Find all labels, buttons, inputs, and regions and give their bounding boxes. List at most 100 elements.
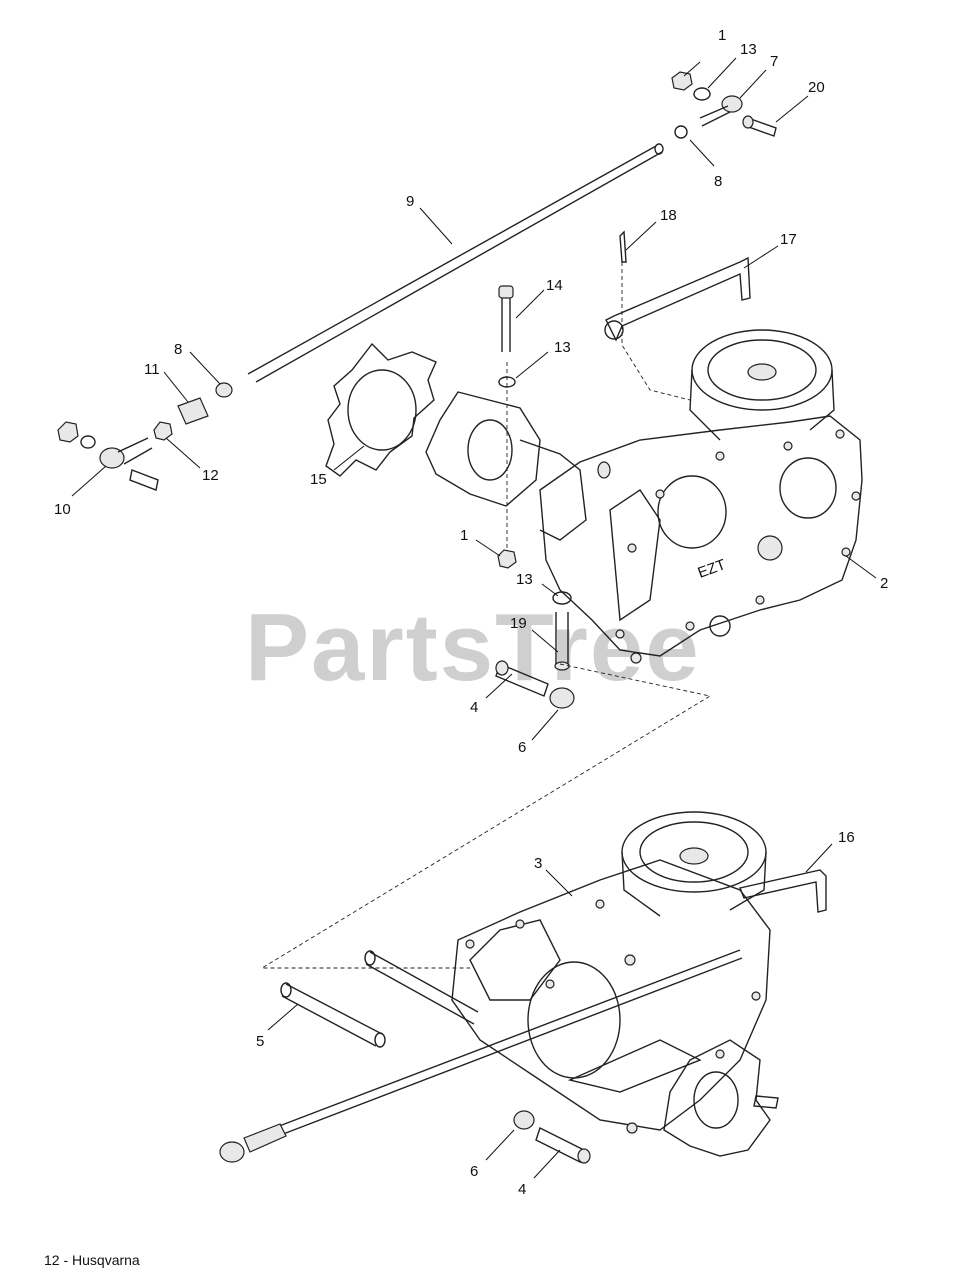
bolt [783, 441, 793, 451]
nut-1-top [671, 71, 693, 91]
pulley-top-hub [747, 363, 777, 381]
hub-stud-bottom [753, 1095, 779, 1109]
axle-hub-top [425, 391, 611, 541]
rod-end-bottom-eye [219, 1141, 245, 1163]
bolt [851, 491, 861, 501]
washer-left [80, 435, 96, 449]
hub-center-top [467, 419, 513, 481]
leader-3 [545, 869, 573, 897]
rod-end-bottom [243, 1123, 287, 1153]
pin-14 [501, 298, 511, 352]
pulley-top-face [707, 339, 817, 401]
callout-6-top: 6 [518, 739, 526, 756]
bolt [627, 543, 637, 553]
leader-2 [845, 555, 877, 579]
callout-18: 18 [660, 207, 677, 224]
bolt-4-bottom [535, 1127, 585, 1163]
bracket-16 [739, 869, 827, 913]
leader-11 [163, 371, 189, 403]
nut-1-mid [497, 549, 517, 569]
leader-6-bottom [485, 1129, 515, 1161]
nut-12 [153, 421, 173, 441]
rod-end-10-shank [117, 437, 153, 465]
bolt [595, 899, 605, 909]
callout-9: 9 [406, 193, 414, 210]
transaxle-bottom-3 [451, 811, 771, 1134]
bolt-19-end [554, 661, 570, 671]
transaxle-top-rib [609, 489, 661, 622]
transaxle-bottom-housing [451, 859, 771, 1131]
leader-6-top [531, 709, 559, 741]
transaxle-top-cover-mid [657, 475, 727, 549]
bolt [630, 652, 642, 664]
leader-7 [739, 69, 767, 99]
bolt [515, 919, 525, 929]
nut-8-top [674, 125, 688, 139]
bolt [751, 991, 761, 1001]
bolt [715, 451, 725, 461]
leader-1-mid [475, 539, 501, 557]
hub-flange-top [425, 391, 541, 507]
tube-5-far-end [374, 1032, 386, 1048]
callout-numbers: 1 13 7 20 8 9 18 17 14 13 8 11 12 10 15 … [54, 27, 888, 1198]
bolt [465, 939, 475, 949]
callout-13-mid: 13 [554, 339, 571, 356]
leader-1-top [683, 61, 701, 77]
leader-15 [333, 445, 365, 471]
callout-10: 10 [54, 501, 71, 518]
top-hardware-group [671, 71, 777, 139]
callout-5: 5 [256, 1033, 264, 1050]
spacer-11 [177, 397, 209, 425]
leader-19 [531, 629, 559, 653]
fitting-top [597, 461, 611, 479]
bolt [715, 1049, 725, 1059]
leader-9 [419, 207, 453, 245]
bolt [841, 547, 851, 557]
bolt [655, 489, 665, 499]
bolt [545, 979, 555, 989]
leader-8-top [689, 139, 715, 167]
transaxle-bottom-cover [469, 919, 561, 1001]
transaxle-bottom-case [527, 961, 621, 1079]
leader-18 [625, 221, 657, 251]
pulley-bottom-face [639, 821, 749, 883]
transaxle-top-bolts [615, 429, 861, 664]
callout-17: 17 [780, 231, 797, 248]
bolt [615, 629, 625, 639]
bolt-4-bottom-head [577, 1148, 591, 1164]
bolt [626, 1122, 638, 1134]
callout-4-top: 4 [470, 699, 478, 716]
control-rod-bottom [273, 949, 743, 1137]
leader-8-left [189, 351, 221, 385]
tube-5-end [280, 982, 292, 998]
hub-flange-bottom [663, 1039, 771, 1157]
axle-shaft-top [519, 439, 587, 541]
transaxle-bottom-bolts [465, 899, 761, 1134]
washer-6-bottom [513, 1110, 535, 1130]
lever-17 [605, 256, 751, 342]
bolt-4-top-head [495, 660, 509, 676]
page-footer: 12 - Husqvarna [44, 1252, 140, 1268]
callout-1-top: 1 [718, 27, 726, 44]
rod-end-10 [99, 447, 125, 469]
cotter-pin-18 [619, 230, 627, 263]
leader-14 [515, 289, 545, 319]
pulley-top-fan [689, 369, 835, 441]
pulley-bottom-hub [679, 847, 709, 865]
lever-17-dash [621, 262, 691, 401]
callout-12: 12 [202, 467, 219, 484]
plate-15 [325, 342, 437, 477]
bolt-20-head [742, 115, 754, 129]
leader-12 [165, 437, 201, 469]
leader-16 [805, 843, 833, 873]
rod-end-7 [721, 95, 743, 113]
bolt [624, 954, 636, 966]
rod-end-7-shank [699, 105, 731, 127]
callout-leaders [71, 57, 877, 1179]
leader-5 [267, 1003, 299, 1031]
nut-left [57, 421, 79, 443]
axle-stub-top [709, 615, 731, 637]
lever-17-eye [604, 320, 624, 340]
tube-5-rear [365, 951, 479, 1025]
